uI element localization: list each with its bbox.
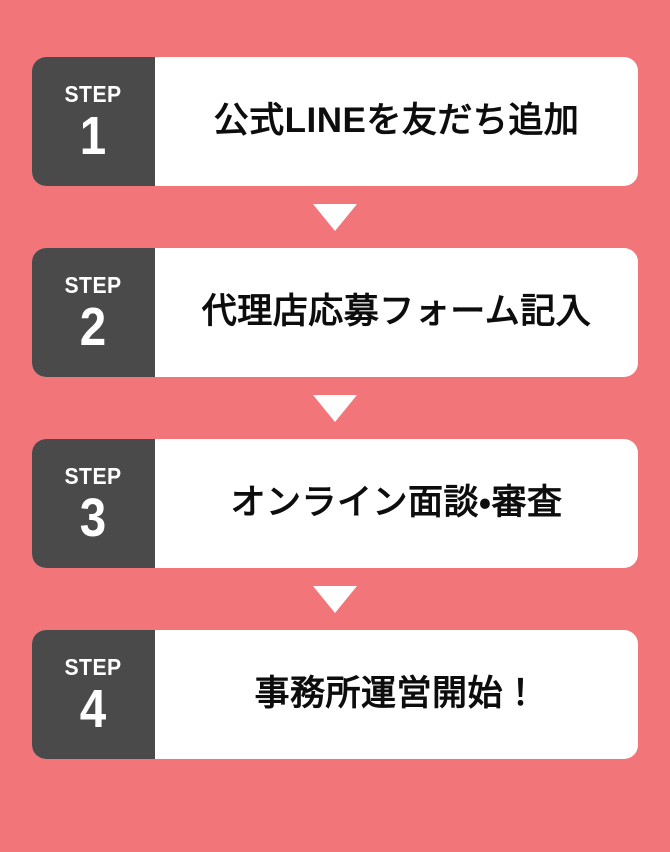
step-badge-word-3: STEP bbox=[64, 462, 123, 489]
step-separator-2 bbox=[32, 377, 638, 439]
step-separator-1 bbox=[32, 186, 638, 248]
step-body-2: 代理店応募フォーム記入 bbox=[155, 248, 638, 377]
step-badge-number-3: 3 bbox=[80, 487, 107, 548]
step-title-1: 公式LINEを友だち追加 bbox=[213, 101, 580, 141]
step-badge-number-1: 1 bbox=[80, 105, 107, 166]
step-badge-word-4: STEP bbox=[64, 653, 123, 680]
step-body-1: 公式LINEを友だち追加 bbox=[155, 57, 638, 186]
step-title-3: オンライン面談・審査 bbox=[230, 483, 563, 523]
step-badge-word-1: STEP bbox=[64, 80, 123, 107]
step-body-4: 事務所運営開始！ bbox=[155, 630, 638, 759]
step-card-2[interactable]: STEP 2 代理店応募フォーム記入 bbox=[32, 248, 638, 377]
step-badge-number-2: 2 bbox=[80, 296, 107, 357]
step-title-2: 代理店応募フォーム記入 bbox=[201, 292, 592, 332]
step-badge-word-2: STEP bbox=[64, 271, 123, 298]
step-card-4[interactable]: STEP 4 事務所運営開始！ bbox=[32, 630, 638, 759]
step-badge-number-4: 4 bbox=[80, 678, 107, 739]
step-badge-3: STEP 3 bbox=[32, 439, 155, 568]
step-badge-4: STEP 4 bbox=[32, 630, 155, 759]
step-body-3: オンライン面談・審査 bbox=[155, 439, 638, 568]
step-badge-2: STEP 2 bbox=[32, 248, 155, 377]
step-card-1[interactable]: STEP 1 公式LINEを友だち追加 bbox=[32, 57, 638, 186]
triangle-down-icon bbox=[313, 585, 357, 613]
step-title-4: 事務所運営開始！ bbox=[254, 674, 539, 714]
triangle-down-icon bbox=[313, 394, 357, 422]
step-separator-3 bbox=[32, 568, 638, 630]
step-badge-1: STEP 1 bbox=[32, 57, 155, 186]
step-flow-list: STEP 1 公式LINEを友だち追加 STEP 2 代理店応募フォーム記入 bbox=[32, 57, 638, 759]
step-card-3[interactable]: STEP 3 オンライン面談・審査 bbox=[32, 439, 638, 568]
triangle-down-icon bbox=[313, 203, 357, 231]
